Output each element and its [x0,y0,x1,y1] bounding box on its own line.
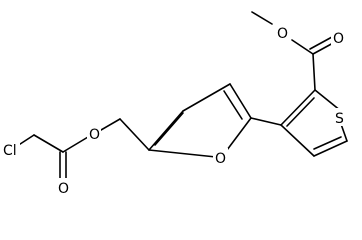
methoxy-oxygen-label: O [277,26,288,42]
ester-oxygen-label: O [89,127,100,143]
thiophene-sulfur-label: S [335,111,344,127]
bond-thio-c5-c4 [313,140,348,157]
bond-furan-c5-c4 [148,110,184,151]
bond-omethoxy-ch3 [251,11,273,25]
bond-thio-c3-c2-inner [286,97,315,127]
bond-oester-ch2 [100,118,121,131]
bond-furan-thiophene [250,117,282,126]
bond-furan-c5-c4-inner [154,112,184,146]
bond-ccarbonyl-omethoxy [291,39,314,55]
bond-furan-c4-c3 [182,83,231,112]
furan-oxygen-label: O [215,151,226,167]
bond-c-o-double-b2 [309,36,333,50]
bond-furan-o-c5 [148,149,217,158]
bond-thio-c4-c3 [280,124,315,157]
carbonyl-oxygen-label: O [58,181,69,197]
bond-thio-s-c5 [340,123,348,142]
atom-labels: Cl O O O S O O [1,23,347,197]
bond-ch2-c [33,134,64,153]
structure-diagram: Cl O O O S O O [1,11,348,197]
chlorine-label: Cl [3,143,17,159]
bond-thio-c2-ccarbonyl [312,53,316,91]
bond-thio-c2-s [314,89,342,112]
bond-thio-c5-c4-inner [313,136,342,150]
ester-carbonyl-oxygen-label: O [333,31,344,47]
bond-furan-c3-c2 [229,83,252,119]
bond-furan-c3-c2-inner [223,90,243,120]
bond-c-oester [62,136,89,153]
bonds [13,11,348,182]
bond-thio-c3-c2 [280,89,316,126]
bond-ch2-furanc5 [119,118,150,151]
bond-furan-c2-o [226,117,252,151]
